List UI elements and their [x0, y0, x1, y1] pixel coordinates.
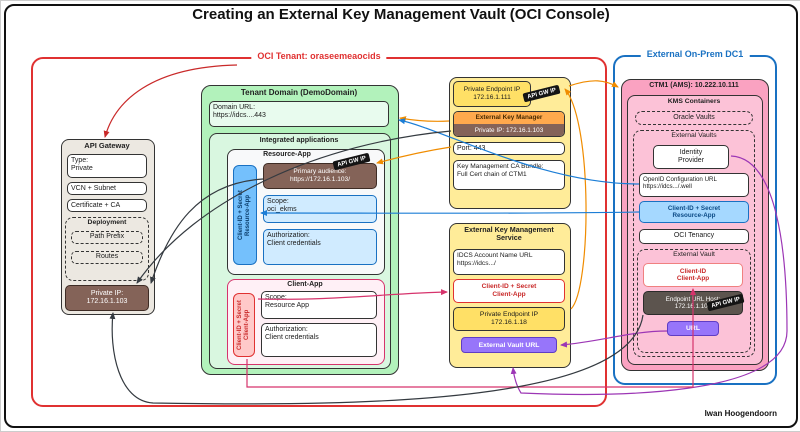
- external-key-manager-box: External Key Manager Private IP: 172.16.…: [453, 111, 565, 137]
- external-vaults-title: External Vaults: [671, 132, 717, 139]
- ctm1-title: CTM1 (AMS): 10.222.10.111: [649, 82, 739, 89]
- ca-bundle-box: Key Management CA Bundle: Full Cert chai…: [453, 160, 565, 190]
- ekms-service-title: External Key Management Service: [464, 225, 554, 243]
- resource-app-title: Resource-App: [263, 151, 311, 158]
- api-gw-type: Type: Private: [67, 154, 147, 178]
- ekms-idcs-url-box: IDCS Account Name URL https://idcs.../: [453, 249, 565, 275]
- deployment-routes: Routes: [71, 251, 143, 264]
- private-endpoint-ip-box: Private Endpoint IP 172.16.1.111: [453, 81, 531, 107]
- ctm-client-secret-box: Client-ID + Secret Resource-App: [639, 201, 749, 223]
- port-box: Port: 443: [453, 142, 565, 155]
- diagram-title: Creating an External Key Management Vaul…: [192, 6, 610, 23]
- external-vault-url-button: External Vault URL: [461, 337, 557, 353]
- domain-url-box: Domain URL: https://idcs....443: [209, 101, 389, 127]
- client-app-authorization: Authorization: Client credentials: [261, 323, 377, 357]
- api-gateway-title: API Gateway: [84, 141, 130, 150]
- ekms-client-secret-box: Client-ID + Secret Client-App: [453, 279, 565, 303]
- client-app-scope: Scope: Resource App: [261, 291, 377, 319]
- kms-containers-title: KMS Containers: [667, 98, 721, 105]
- client-app-client-secret-label: Client-ID + Secret Client-App: [233, 293, 255, 357]
- deployment-path-prefix: Path Prefix: [71, 231, 143, 244]
- api-gw-private-ip: Private IP: 172.16.1.103: [65, 285, 149, 311]
- external-key-manager-title: External Key Manager: [454, 112, 564, 124]
- client-app-title: Client-App: [287, 281, 323, 288]
- deployment-title: Deployment: [87, 219, 127, 226]
- tenant-domain-title: Tenant Domain (DemoDomain): [240, 88, 358, 97]
- ctm-url-button: URL: [667, 321, 719, 336]
- external-vault-title: External Vault: [673, 251, 715, 258]
- identity-provider-box: Identity Provider: [653, 145, 729, 169]
- resource-app-authorization: Authorization: Client credentials: [263, 229, 377, 265]
- resource-app-client-secret-label: Client-ID + Secret Resource-App: [233, 165, 257, 265]
- api-gw-vcn: VCN + Subnet: [67, 182, 147, 195]
- api-gw-cert: Certificate + CA: [67, 199, 147, 212]
- external-dc-label: External On-Prem DC1: [640, 49, 750, 59]
- external-key-manager-private-ip: Private IP: 172.16.1.103: [454, 124, 564, 136]
- oci-tenancy-box: OCI Tenancy: [639, 229, 749, 244]
- ekms-private-endpoint-box: Private Endpoint IP 172.16.1.18: [453, 307, 565, 331]
- ctm-client-id-box: Client-ID Client-App: [643, 263, 743, 287]
- openid-config-url-box: OpenID Configuration URL https://idcs...…: [639, 173, 749, 197]
- resource-app-scope: Scope: oci_ekms: [263, 195, 377, 223]
- oracle-vaults-box: Oracle Vaults: [635, 111, 753, 125]
- author-signature: Iwan Hoogendoorn: [704, 409, 777, 418]
- integrated-apps-title: Integrated applications: [259, 135, 339, 144]
- oci-tenant-label: OCI Tenant: oraseemeaocids: [251, 51, 387, 61]
- resource-app-primary-audience: Primary audience: https://172.16.1.103/: [263, 163, 377, 189]
